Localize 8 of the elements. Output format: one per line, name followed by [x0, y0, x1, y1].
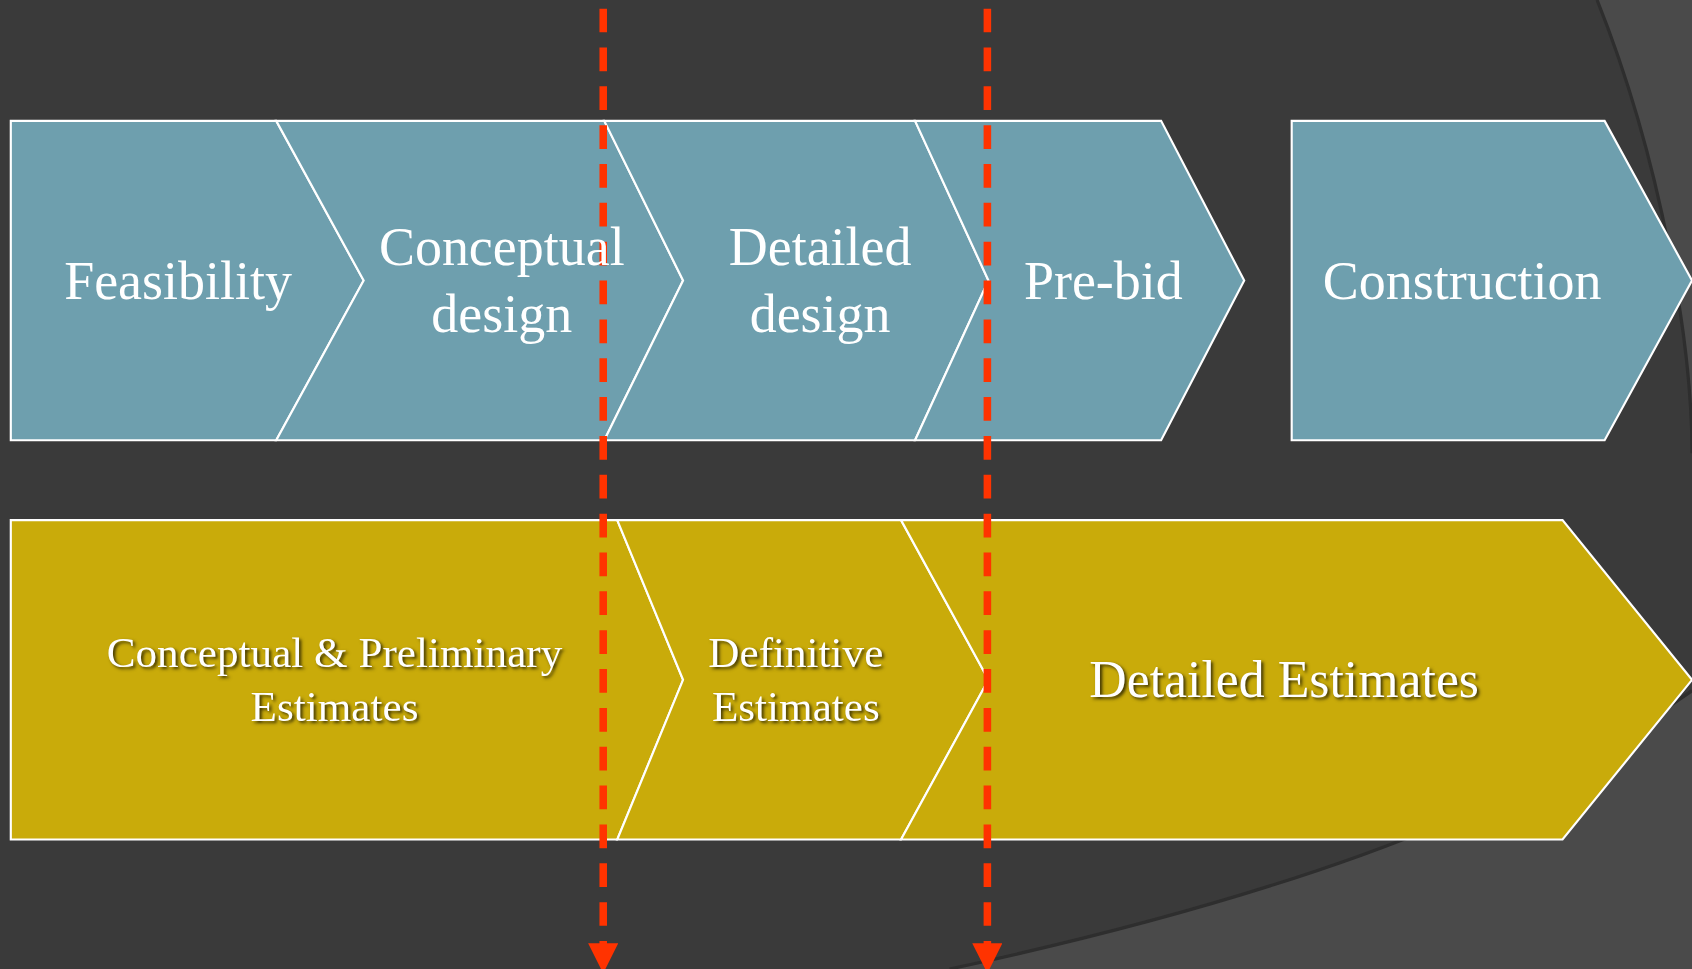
chevron-label: Definitive Estimates	[707, 627, 885, 733]
chevron-label: Construction	[1322, 249, 1602, 313]
chevron-label: Pre-bid	[1023, 249, 1183, 313]
chevron-label: Conceptual design	[377, 215, 626, 347]
chevron-label: Detailed design	[727, 215, 913, 347]
chevron-label: Detailed Estimates	[1089, 649, 1479, 710]
chevron-label: Feasibility	[64, 249, 292, 313]
chevron-label: Conceptual & Preliminary Estimates	[105, 627, 564, 733]
